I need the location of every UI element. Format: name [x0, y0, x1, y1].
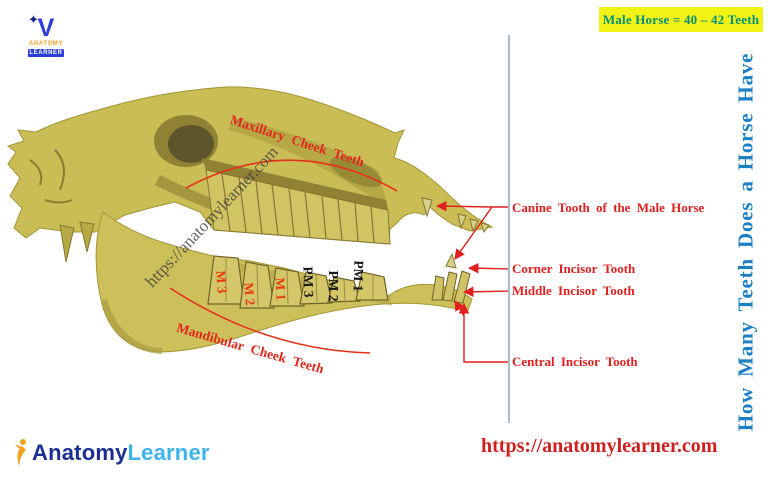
mandibular-cheek-teeth: [207, 255, 389, 309]
central-incisor-arrow: [458, 302, 510, 363]
footer-brand-anatomy: Anatomy: [32, 440, 128, 465]
footer-url: https://anatomylearner.com: [481, 435, 718, 457]
cheek-teeth-arcs: [169, 159, 398, 354]
page-title: How Many Teeth Does a Horse Have: [733, 52, 758, 432]
top-left-logo: V ✦ ANATOMY LEARNER: [22, 12, 70, 57]
footer-brand-learner: Learner: [127, 440, 210, 465]
top-logo-anatomy-text: ANATOMY: [29, 41, 63, 47]
top-logo-learner-text: LEARNER: [28, 49, 64, 57]
tooth-label-m3: M 3: [213, 269, 230, 295]
canine-upper-arrow: [435, 200, 493, 212]
lower-canine-and-incisors: [431, 252, 471, 304]
occipital-details: [29, 149, 73, 204]
annotation-canine-tooth: Canine Tooth of the Male Horse: [512, 200, 705, 215]
anatomy-learner-v-badge-icon: V ✦: [28, 12, 55, 42]
annotation-corner-incisor: Corner Incisor Tooth: [512, 261, 636, 276]
corner-incisor-arrow: [467, 262, 511, 274]
runner-figure-icon: [15, 439, 26, 466]
middle-incisor-arrow: [462, 286, 511, 298]
mandibular-arc: [169, 287, 371, 354]
annotation-middle-incisor: Middle Incisor Tooth: [512, 283, 635, 298]
tooth-label-pm1: PM 1: [350, 260, 367, 292]
central-incisor-arrow-2: [454, 300, 465, 317]
orbit-eye-socket: [154, 115, 218, 167]
annotation-central-incisor: Central Incisor Tooth: [512, 354, 638, 369]
tooth-label-m1: M 1: [272, 277, 289, 301]
upper-canine-and-incisors: [421, 197, 490, 234]
vertical-divider-line: [508, 35, 510, 423]
footer-brand: AnatomyLearner: [32, 440, 210, 466]
maxillary-cheek-teeth: [202, 158, 391, 245]
teeth-count-badge: Male Horse = 40 – 42 Teeth: [599, 7, 763, 32]
maxillary-arc: [185, 159, 398, 192]
tooth-label-m2: M 2: [241, 281, 258, 307]
tooth-label-pm3: PM 3: [300, 266, 317, 298]
canine-lower-arrow: [454, 206, 493, 260]
tooth-label-pm2: PM 2: [326, 270, 341, 302]
figure-spark-icon: ✦: [28, 12, 39, 27]
annotation-leader-lines: [435, 200, 511, 363]
